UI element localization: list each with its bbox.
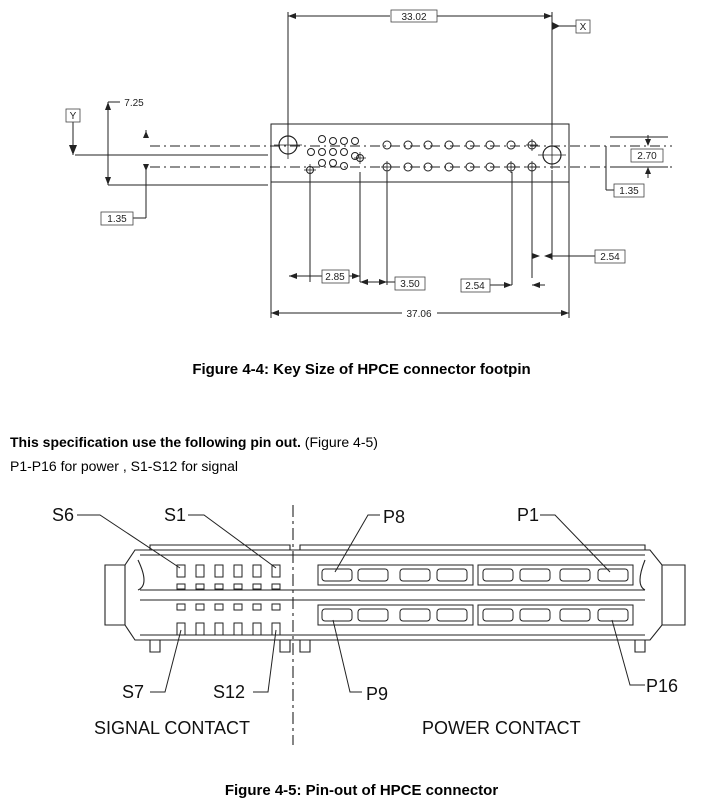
callout-s1: S1 (164, 505, 186, 525)
power-contact-label: POWER CONTACT (422, 718, 581, 738)
dim-row-pitch: 2.70 (637, 151, 657, 162)
connector-body (104, 549, 686, 641)
callout-p9: P9 (366, 684, 388, 704)
dim-overall-top: 33.02 (401, 12, 426, 23)
datum-y-label: Y (70, 111, 77, 122)
footprint-drawing: 33.02 X Y 7.25 1.35 2.70 1.35 2.54 2.85 … (65, 9, 672, 320)
intro-bold: This specification use the following pin… (10, 434, 301, 450)
footprint-outline (270, 123, 570, 183)
figure2-caption: Figure 4-5: Pin-out of HPCE connector (224, 782, 499, 799)
intro-ref: (Figure 4-5) (300, 434, 378, 450)
signal-contact-label: SIGNAL CONTACT (94, 718, 250, 738)
callout-p16: P16 (646, 676, 678, 696)
dim-pitch-right: 2.54 (600, 252, 620, 263)
dim-offset-right: 1.35 (619, 186, 639, 197)
dim-pitch-b: 3.50 (400, 279, 420, 290)
callout-s12: S12 (213, 682, 245, 702)
dim-offset-left: 1.35 (107, 214, 127, 225)
intro-line-1: This specification use the following pin… (10, 434, 378, 450)
callout-p8: P8 (383, 507, 405, 527)
figure1-caption: Figure 4-4: Key Size of HPCE connector f… (192, 361, 531, 378)
dim-vertical-left: 7.25 (124, 98, 144, 109)
datum-x-label: X (580, 22, 587, 33)
callout-s7: S7 (122, 682, 144, 702)
callout-p1: P1 (517, 505, 539, 525)
dim-pitch-c: 2.54 (465, 281, 485, 292)
dim-overall-bottom: 37.06 (406, 309, 431, 320)
signal-pins (176, 564, 281, 636)
callout-s6: S6 (52, 505, 74, 525)
intro-line-2: P1-P16 for power , S1-S12 for signal (10, 458, 239, 474)
power-contacts (317, 564, 634, 626)
dim-pitch-a: 2.85 (325, 272, 345, 283)
